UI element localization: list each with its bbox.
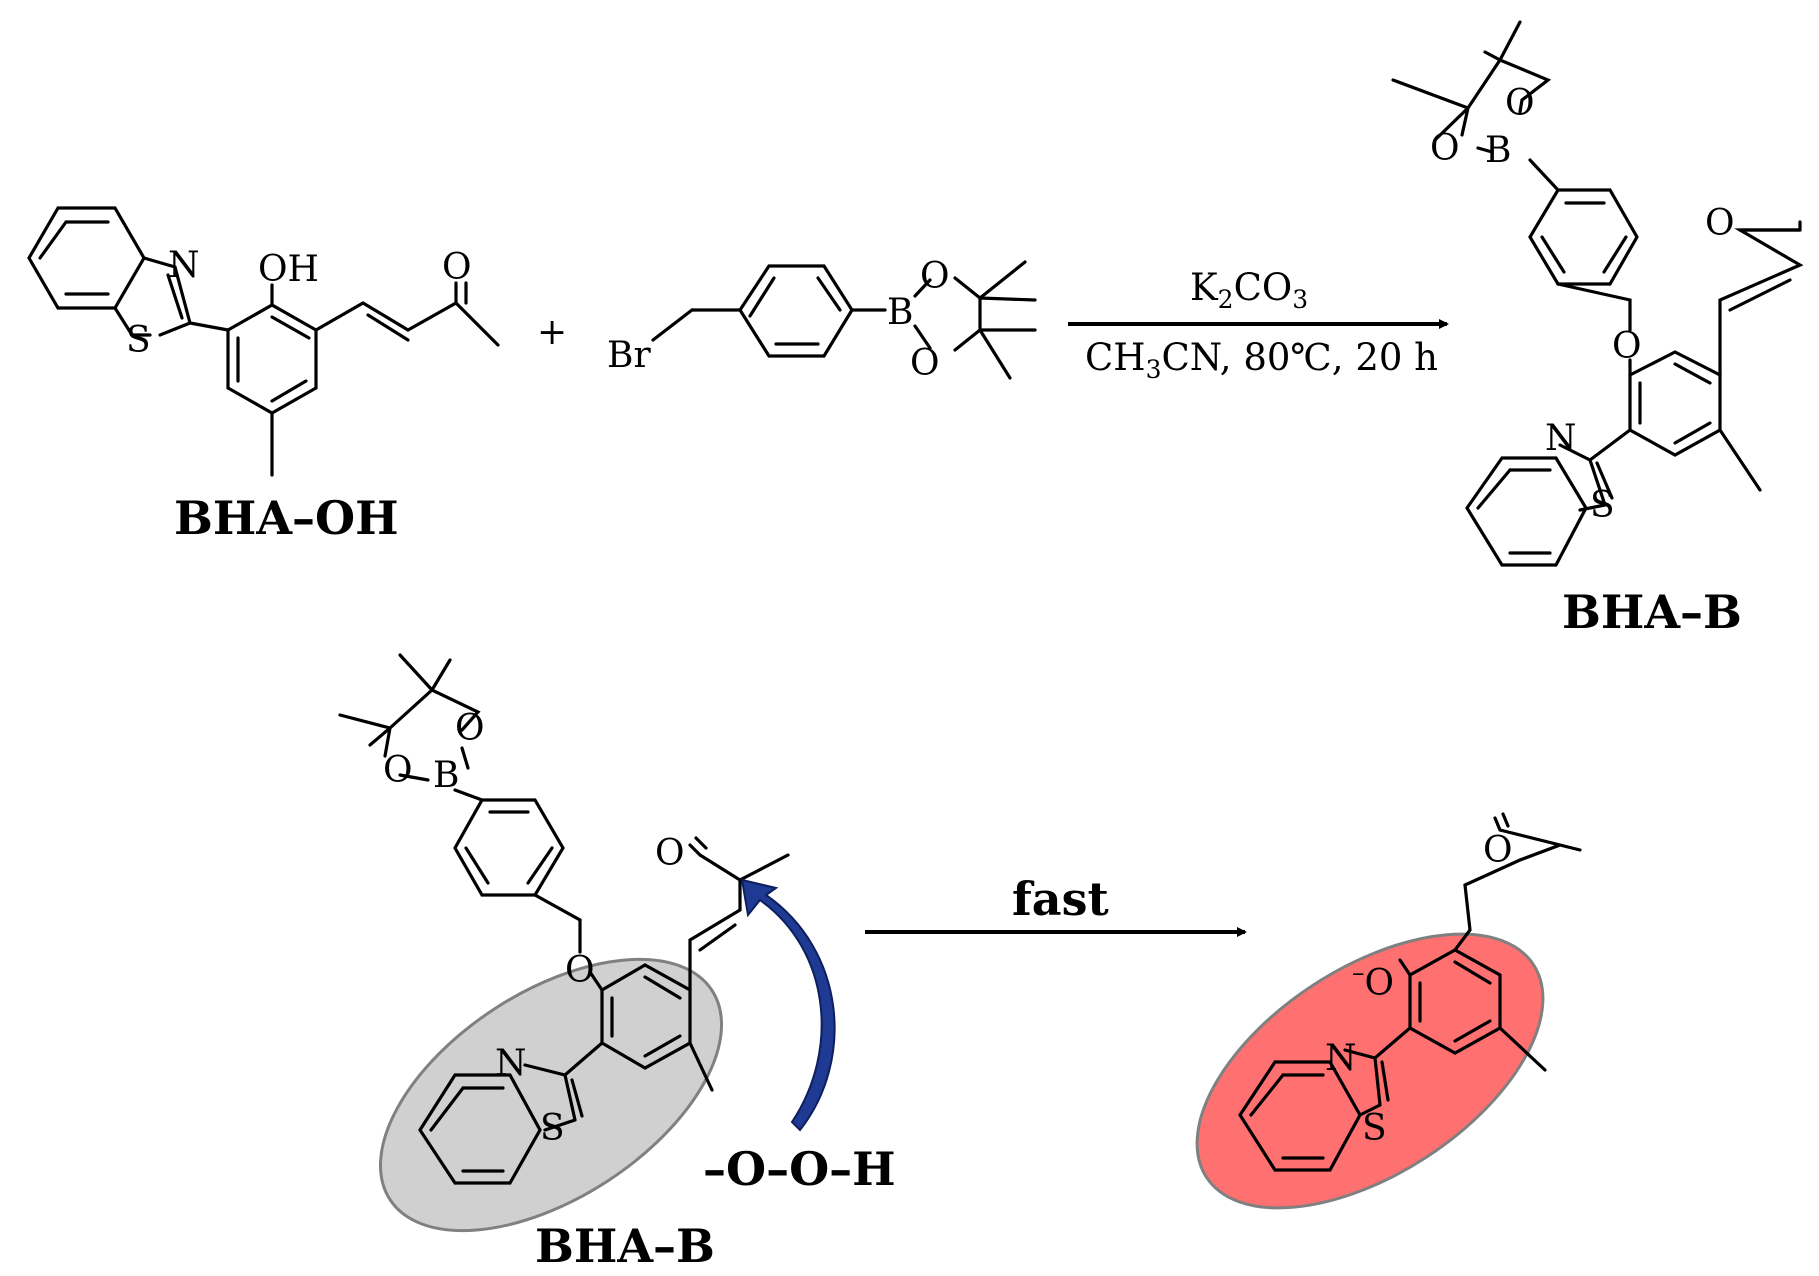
atom-b-p1: B (1485, 130, 1511, 171)
nucleophile-hydroperoxide: –O–O–H (703, 1142, 896, 1196)
atom-s-p2: S (1362, 1108, 1387, 1149)
arrow-label-fast: fast (1012, 872, 1109, 926)
benzothiazole-highlight-red (1195, 932, 1545, 1210)
atom-oh: OH (258, 249, 319, 290)
atom-br: Br (607, 335, 651, 376)
curved-attack-arrow-icon (740, 878, 836, 1132)
bromobenzyl-bpin-structure (651, 260, 1037, 380)
bha-oh-structure (27, 206, 500, 477)
label-bha-oh: BHA–OH (174, 491, 399, 545)
phenolate-oxygen: –O (1352, 958, 1394, 1004)
atom-o-bpin-p1b: O (1430, 128, 1460, 169)
atom-b: B (887, 292, 913, 333)
atom-n-r2: N (495, 1043, 527, 1084)
atom-n-p2: N (1325, 1038, 1357, 1079)
atom-o-bpin-bottom: O (910, 343, 940, 384)
conditions-solvent: CH3CN, 80℃, 20 h (1085, 336, 1438, 384)
label-bha-b-reactant: BHA–B (535, 1219, 715, 1273)
bha-b-product-structure (1391, 20, 1804, 567)
atom-o-bpin-r2b: O (383, 750, 413, 791)
atom-o-ketone: O (442, 247, 472, 288)
atom-o-ketone-p2: O (1483, 830, 1513, 871)
atom-n: N (168, 245, 200, 286)
phenolate-product-structure (1238, 812, 1582, 1172)
benzothiazole-highlight-gray (378, 957, 724, 1233)
atom-o-ketone-r2: O (655, 833, 685, 874)
atom-o-bpin-top: O (920, 256, 950, 297)
atom-s-r2: S (540, 1108, 565, 1149)
atom-n-p1: N (1545, 418, 1577, 459)
atom-o-ether-r2: O (565, 950, 595, 991)
atom-s-p1: S (1590, 485, 1615, 526)
atom-o-bpin-r2a: O (455, 708, 485, 749)
atom-b-r2: B (433, 755, 459, 796)
label-bha-b-product: BHA–B (1562, 585, 1742, 639)
atom-o-ether-p1: O (1612, 326, 1642, 367)
atom-o-ketone-p1: O (1705, 203, 1735, 244)
atom-s: S (126, 320, 151, 361)
reagent-k2co3: K2CO3 (1190, 266, 1308, 314)
atom-o-bpin-p1a: O (1505, 83, 1535, 124)
bha-b-reactant-structure (338, 653, 790, 1185)
plus-sign: + (537, 312, 567, 353)
